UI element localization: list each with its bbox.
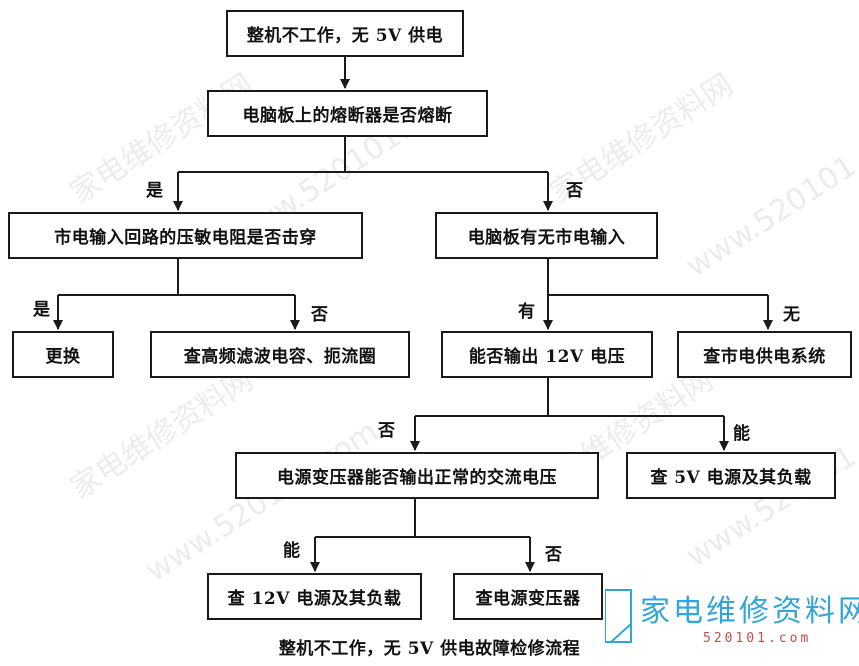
- branch-label-none: 无: [783, 305, 800, 325]
- varistor-check-box: 市电输入回路的压敏电阻是否击穿: [8, 212, 363, 259]
- branch-label-no: 否: [378, 421, 395, 441]
- check-transformer-box: 查电源变压器: [453, 573, 603, 620]
- figure-caption: 整机不工作，无 5V 供电故障检修流程: [278, 639, 581, 659]
- branch-label-has: 有: [518, 302, 535, 322]
- branch-label-yes: 是: [33, 300, 50, 320]
- transformer-ac-box: 电源变压器能否输出正常的交流电压: [235, 452, 599, 499]
- check-12v-box: 查 12V 电源及其负载: [207, 573, 422, 620]
- check-filter-box: 查高频滤波电容、扼流圈: [150, 331, 410, 378]
- start-box: 整机不工作，无 5V 供电: [226, 10, 464, 57]
- site-logo-icon: [605, 589, 632, 643]
- output-12v-box: 能否输出 12V 电压: [441, 331, 653, 378]
- branch-label-no: 否: [545, 545, 562, 565]
- check-mains-system-box: 查市电供电系统: [677, 331, 852, 378]
- fuse-check-box: 电脑板上的熔断器是否熔断: [207, 90, 488, 137]
- branch-label-no: 否: [311, 305, 328, 325]
- branch-label-can: 能: [733, 424, 750, 444]
- branch-label-can: 能: [283, 541, 300, 561]
- check-5v-box: 查 5V 电源及其负载: [626, 452, 836, 499]
- branch-label-yes: 是: [146, 181, 163, 201]
- site-logo-url: 520101.com: [703, 631, 812, 646]
- site-logo-text: 家电维修资料网: [640, 594, 859, 629]
- replace-box: 更换: [12, 331, 114, 378]
- branch-label-no: 否: [566, 181, 583, 201]
- mains-input-box: 电脑板有无市电输入: [435, 212, 658, 259]
